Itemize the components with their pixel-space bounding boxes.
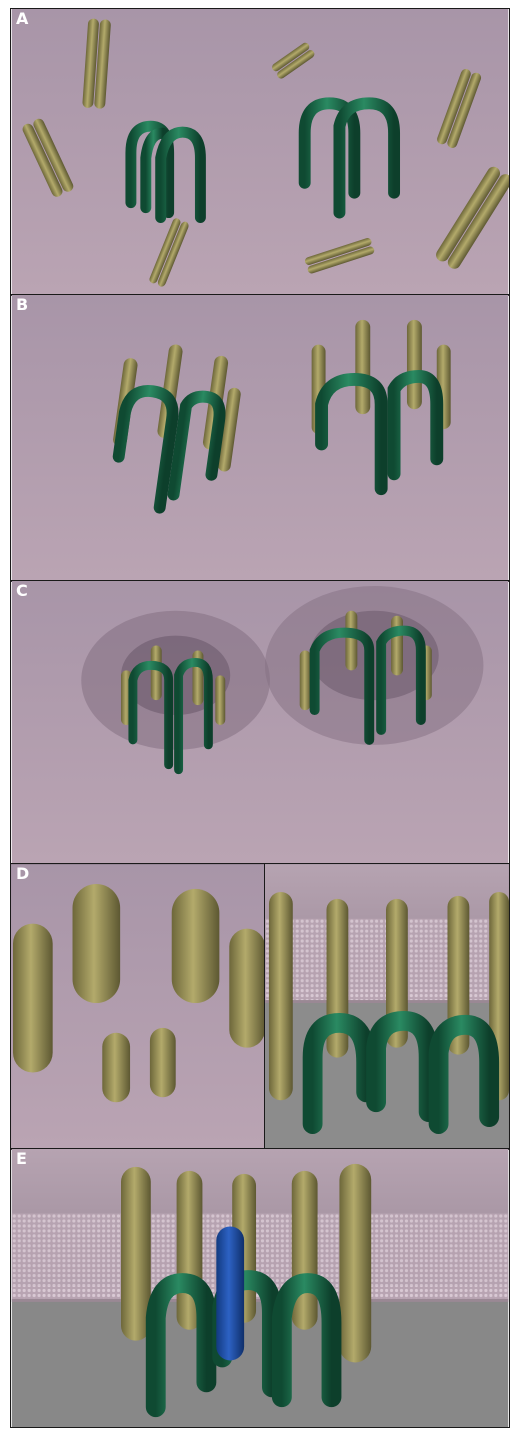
panel-a: A (10, 8, 510, 296)
panel-label-e: E (16, 1151, 27, 1167)
panel-label-a: A (16, 11, 28, 27)
panel-label-d: D (16, 866, 29, 882)
panel-a-illustration (11, 9, 509, 295)
panel-label-b: B (16, 297, 28, 313)
panel-b: B (10, 294, 510, 582)
panel-c: C (10, 580, 510, 865)
panel-d-right-illustration (265, 864, 509, 1149)
panel-label-c: C (16, 583, 28, 599)
panel-d-right (264, 863, 510, 1150)
panel-b-illustration (11, 295, 509, 581)
panel-d-left-illustration (11, 864, 265, 1149)
panel-d-left: D (10, 863, 266, 1150)
panel-c-illustration (11, 581, 509, 864)
panel-e: E (10, 1148, 510, 1428)
blue-rod (216, 1226, 244, 1360)
panel-e-illustration (11, 1149, 509, 1427)
